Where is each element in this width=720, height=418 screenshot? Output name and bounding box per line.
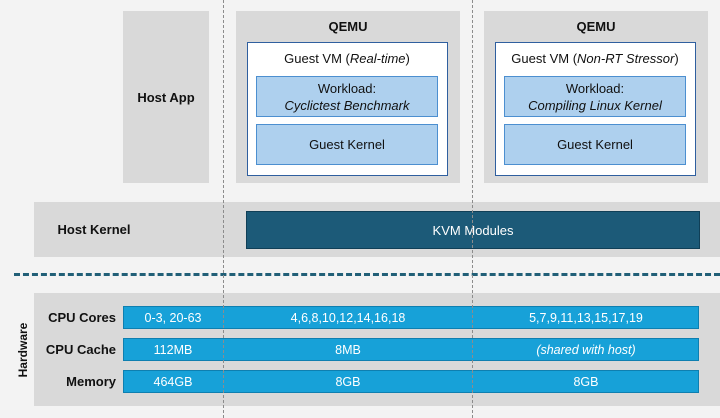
guest-vm-realtime-title: Guest VM (Real-time) xyxy=(284,50,410,66)
qemu-right-title: QEMU xyxy=(576,18,616,34)
qemu-left-title: QEMU xyxy=(328,18,368,34)
row-label-cpu-cores: CPU Cores xyxy=(48,310,116,325)
guest-kernel-realtime-box: Guest Kernel xyxy=(256,124,438,165)
cpu-cache-vm-nonrt: (shared with host) xyxy=(536,342,636,357)
cpu-cores-vm-nonrt: 5,7,9,11,13,15,17,19 xyxy=(529,310,643,325)
memory-bar xyxy=(123,370,699,393)
row-label-cpu-cache: CPU Cache xyxy=(45,342,116,357)
guest-vm-realtime-box: Guest VM (Real-time) Workload: Cyclictes… xyxy=(247,42,448,176)
cpu-cores-host: 0-3, 20-63 xyxy=(144,310,202,325)
workload-label: Workload: xyxy=(565,80,625,96)
qemu-left-panel: QEMU Guest VM (Real-time) Workload: Cycl… xyxy=(236,11,460,183)
workload-nonrt-box: Workload: Compiling Linux Kernel xyxy=(504,76,686,117)
workload-label: Workload: xyxy=(317,80,377,96)
cpu-cache-vm-rt: 8MB xyxy=(335,342,361,357)
cpu-cache-bar xyxy=(123,338,699,361)
workload-name: Compiling Linux Kernel xyxy=(528,97,662,113)
hardware-label: Hardware xyxy=(16,322,30,378)
kvm-modules-box: KVM Modules xyxy=(246,211,700,249)
cpu-cores-vm-rt: 4,6,8,10,12,14,16,18 xyxy=(290,310,406,325)
memory-vm-rt: 8GB xyxy=(335,374,361,389)
guest-kernel-label: Guest Kernel xyxy=(309,137,385,152)
guest-vm-nonrt-title: Guest VM (Non-RT Stressor) xyxy=(511,50,679,66)
workload-realtime-box: Workload: Cyclictest Benchmark xyxy=(256,76,438,117)
memory-vm-nonrt: 8GB xyxy=(573,374,599,389)
workload-name: Cyclictest Benchmark xyxy=(284,97,410,113)
memory-host: 464GB xyxy=(153,374,193,389)
separator-line-right xyxy=(472,0,473,418)
host-kernel-panel: Host Kernel KVM Modules xyxy=(34,202,720,257)
hardware-divider xyxy=(14,273,720,276)
row-label-memory: Memory xyxy=(66,374,116,389)
host-app-label: Host App xyxy=(137,89,195,105)
qemu-right-panel: QEMU Guest VM (Non-RT Stressor) Workload… xyxy=(484,11,708,183)
guest-kernel-label: Guest Kernel xyxy=(557,137,633,152)
host-kernel-label: Host Kernel xyxy=(57,222,131,237)
host-app-panel: Host App xyxy=(123,11,209,183)
guest-vm-nonrt-box: Guest VM (Non-RT Stressor) Workload: Com… xyxy=(495,42,696,176)
separator-line-left xyxy=(223,0,224,418)
guest-kernel-nonrt-box: Guest Kernel xyxy=(504,124,686,165)
cpu-cache-host: 112MB xyxy=(153,342,193,357)
cpu-cores-bar xyxy=(123,306,699,329)
